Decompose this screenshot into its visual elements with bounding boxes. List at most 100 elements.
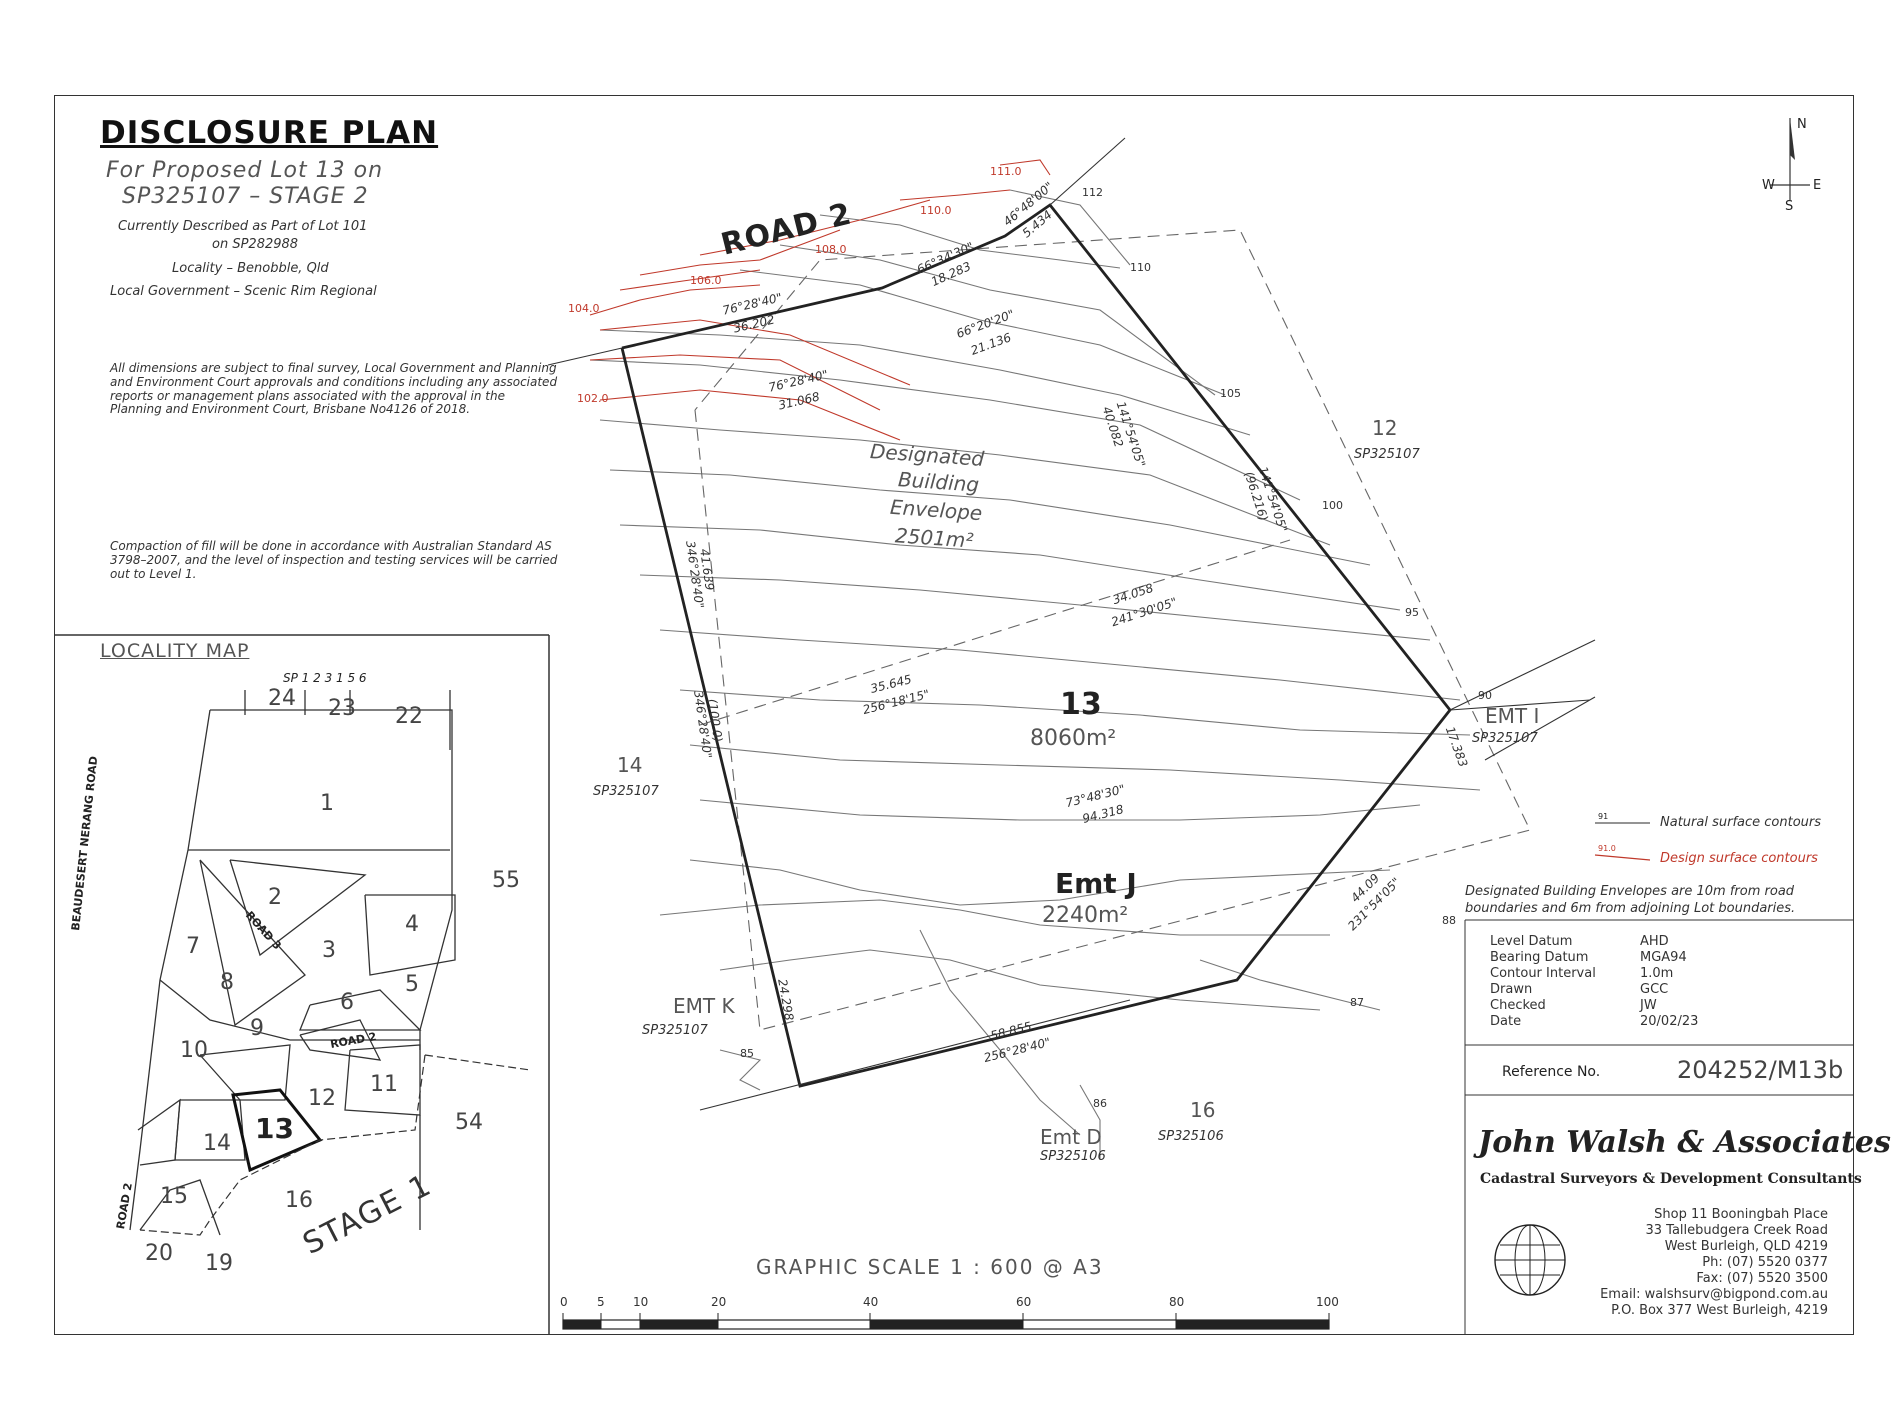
subtitle-line-1: For Proposed Lot 13 on xyxy=(106,158,384,183)
info-level-datum-label: Level Datum xyxy=(1490,934,1573,949)
envelope-label-2: Building xyxy=(897,467,980,497)
emt-d-label: Emt D xyxy=(1040,1125,1102,1149)
company-address-2: 33 Tallebudgera Creek Road xyxy=(1645,1223,1828,1238)
envelope-area: 2501m² xyxy=(894,523,975,553)
compaction-note: Compaction of fill will be done in accor… xyxy=(110,539,558,581)
locality-map-title: LOCALITY MAP xyxy=(100,640,250,662)
info-drawn-value: GCC xyxy=(1640,982,1669,997)
scale-tick-0: 0 xyxy=(560,1295,568,1309)
contour-88: 88 xyxy=(1442,914,1456,927)
envelope-note-1: Designated Building Envelopes are 10m fr… xyxy=(1465,884,1795,899)
scale-tick-40: 40 xyxy=(863,1295,879,1309)
locality-lot-5: 5 xyxy=(405,972,419,997)
contour-85: 85 xyxy=(740,1047,754,1060)
design-contour-110: 110.0 xyxy=(920,204,952,217)
info-bearing-datum-label: Bearing Datum xyxy=(1490,950,1589,965)
locality-lot-9: 9 xyxy=(250,1016,264,1041)
graphic-scale-bar xyxy=(562,1313,1330,1330)
lot-16-label: 16 xyxy=(1190,1098,1216,1122)
locality-line: Locality – Benobble, Qld xyxy=(172,261,329,276)
legend-natural: Natural surface contours xyxy=(1660,815,1822,830)
locality-lot-7: 7 xyxy=(186,934,200,959)
compass-south-label: S xyxy=(1785,199,1794,214)
info-date-value: 20/02/23 xyxy=(1640,1014,1699,1029)
company-tagline: Cadastral Surveyors & Development Consul… xyxy=(1480,1171,1862,1187)
sheet-border xyxy=(54,95,1854,1335)
contour-100: 100 xyxy=(1322,499,1343,512)
locality-lot-24: 24 xyxy=(268,686,296,711)
design-contour-108: 108.0 xyxy=(815,243,847,256)
company-po-box: P.O. Box 377 West Burleigh, 4219 xyxy=(1611,1303,1828,1318)
emt-d-sp: SP325106 xyxy=(1040,1149,1106,1164)
envelope-note-2: boundaries and 6m from adjoining Lot bou… xyxy=(1465,901,1796,916)
contour-105: 105 xyxy=(1220,387,1241,400)
subtitle-line-2: SP325107 – STAGE 2 xyxy=(122,184,369,209)
scale-tick-5: 5 xyxy=(597,1295,605,1309)
company-phone: Ph: (07) 5520 0377 xyxy=(1702,1255,1828,1270)
emt-i-label: EMT I xyxy=(1485,704,1540,728)
contour-95: 95 xyxy=(1405,606,1419,619)
design-contour-104: 104.0 xyxy=(568,302,600,315)
locality-lot-23: 23 xyxy=(328,696,356,721)
locality-lot-12: 12 xyxy=(308,1086,336,1111)
design-contour-102: 102.0 xyxy=(577,392,609,405)
scale-tick-60: 60 xyxy=(1016,1295,1032,1309)
lot-14-sp: SP325107 xyxy=(593,784,659,799)
reference-label: Reference No. xyxy=(1502,1064,1601,1080)
info-bearing-datum-value: MGA94 xyxy=(1640,950,1687,965)
info-checked-value: JW xyxy=(1640,998,1657,1013)
north-arrow-icon xyxy=(1770,118,1810,200)
emt-i-sp: SP325107 xyxy=(1472,731,1538,746)
scale-tick-100: 100 xyxy=(1316,1295,1339,1309)
scale-tick-10: 10 xyxy=(633,1295,649,1309)
locality-lot-14: 14 xyxy=(203,1131,231,1156)
info-date-label: Date xyxy=(1490,1014,1522,1029)
company-address-1: Shop 11 Booningbah Place xyxy=(1654,1207,1828,1222)
contour-112: 112 xyxy=(1082,186,1103,199)
locality-lot-54: 54 xyxy=(455,1110,483,1135)
locality-lot-55: 55 xyxy=(492,868,520,893)
locality-lot-1: 1 xyxy=(320,791,334,816)
compass-west-label: W xyxy=(1762,178,1775,193)
emt-k-label: EMT K xyxy=(673,994,735,1018)
company-email: Email: walshsurv@bigpond.com.au xyxy=(1600,1287,1828,1302)
lot-13-area: 8060m² xyxy=(1030,726,1117,751)
lot-12-label: 12 xyxy=(1372,416,1398,440)
info-level-datum-value: AHD xyxy=(1640,934,1669,949)
page-title: DISCLOSURE PLAN xyxy=(100,115,439,151)
emt-j-label: Emt J xyxy=(1055,867,1137,900)
contour-90: 90 xyxy=(1478,689,1492,702)
legend-design: Design surface contours xyxy=(1660,851,1818,866)
local-government-line: Local Government – Scenic Rim Regional xyxy=(110,284,377,299)
locality-lot-2: 2 xyxy=(268,885,282,910)
scale-tick-20: 20 xyxy=(711,1295,727,1309)
info-contour-interval-label: Contour Interval xyxy=(1490,966,1596,981)
contour-87: 87 xyxy=(1350,996,1364,1009)
locality-lot-3: 3 xyxy=(322,938,336,963)
contour-86: 86 xyxy=(1093,1097,1107,1110)
info-checked-label: Checked xyxy=(1490,998,1546,1013)
lot-12-sp: SP325107 xyxy=(1354,447,1420,462)
described-line-2: on SP282988 xyxy=(212,237,299,252)
compass-north-label: N xyxy=(1797,117,1807,132)
reference-number: 204252/M13b xyxy=(1677,1056,1844,1084)
emt-k-sp: SP325107 xyxy=(642,1023,708,1038)
lot-16-sp: SP325106 xyxy=(1158,1129,1224,1144)
design-contour-111: 111.0 xyxy=(990,165,1022,178)
locality-lot-22: 22 xyxy=(395,704,423,729)
envelope-label-3: Envelope xyxy=(889,494,983,526)
scale-tick-80: 80 xyxy=(1169,1295,1185,1309)
compass-east-label: E xyxy=(1813,178,1822,193)
locality-lot-19: 19 xyxy=(205,1251,233,1276)
locality-lot-16: 16 xyxy=(285,1188,313,1213)
locality-lot-6: 6 xyxy=(340,990,354,1015)
locality-lot-20: 20 xyxy=(145,1241,173,1266)
locality-lot-11: 11 xyxy=(370,1072,398,1097)
company-address-3: West Burleigh, QLD 4219 xyxy=(1664,1239,1828,1254)
info-contour-interval-value: 1.0m xyxy=(1640,966,1674,981)
emt-j-area: 2240m² xyxy=(1042,903,1129,928)
locality-map-drawing xyxy=(129,690,456,1236)
locality-lot-8: 8 xyxy=(220,970,234,995)
locality-lot-15: 15 xyxy=(160,1184,188,1209)
